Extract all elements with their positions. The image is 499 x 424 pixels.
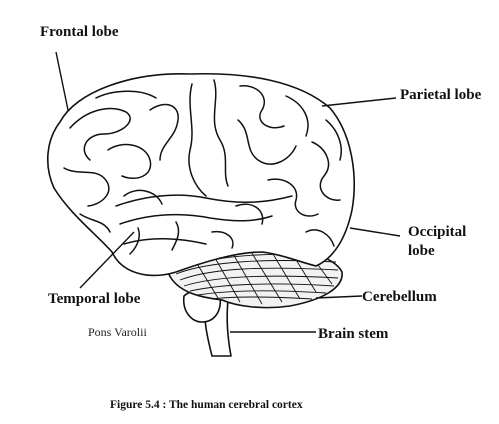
brain-stem-label: Brain stem	[318, 326, 389, 342]
parietal-lobe-label: Parietal lobe	[400, 87, 482, 103]
occipital-lobe-label-line1: Occipital	[408, 224, 466, 240]
pons-varolii-label: Pons Varolii	[88, 325, 147, 339]
parietal-leader	[321, 97, 397, 107]
cerebellum-shape	[167, 246, 343, 309]
occipital-leader	[349, 227, 401, 237]
occipital-lobe-label-line2: lobe	[408, 243, 435, 259]
cerebrum-shape	[46, 72, 355, 277]
cerebellum-leader	[315, 295, 363, 299]
cerebellum-folia	[175, 248, 339, 305]
leader-lines	[55, 51, 401, 333]
frontal-leader	[55, 51, 69, 111]
cerebral-gyri	[63, 79, 342, 255]
figure-caption: Figure 5.4 : The human cerebral cortex	[110, 399, 303, 411]
temporal-leader	[79, 231, 135, 289]
temporal-lobe-label: Temporal lobe	[48, 291, 141, 307]
cerebellum-label: Cerebellum	[362, 289, 437, 305]
frontal-lobe-label: Frontal lobe	[40, 24, 119, 40]
